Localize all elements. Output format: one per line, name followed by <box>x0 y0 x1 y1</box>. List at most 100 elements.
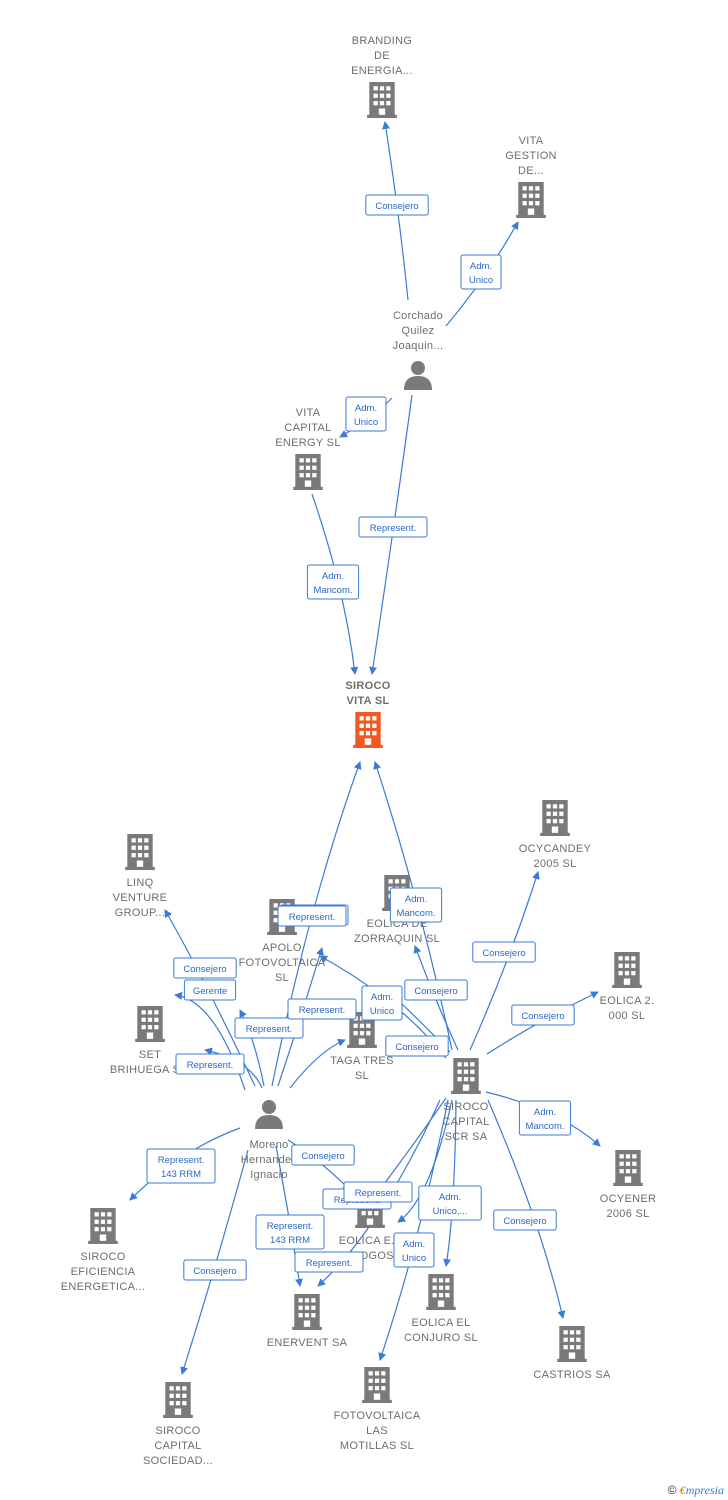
relation-label-text: Unico <box>370 1006 394 1017</box>
relation-label[interactable]: Adm. Unico <box>393 1232 435 1268</box>
relation-label[interactable]: Consejero <box>404 979 468 1001</box>
person-node-corchado[interactable]: CorchadoQuilezJoaquin... <box>393 310 444 390</box>
relation-label-text: Consejero <box>183 964 226 975</box>
relation-label[interactable]: Represent. <box>358 516 428 538</box>
node-label: Ignacio <box>250 1169 288 1181</box>
node-label: ENERVENT SA <box>267 1337 348 1349</box>
relation-label[interactable]: Represent. <box>277 905 347 927</box>
relation-label[interactable]: Consejero <box>365 194 429 216</box>
company-node-siroco_eficiencia[interactable]: SIROCOEFICIENCIAENERGETICA... <box>61 1208 146 1293</box>
relation-label-text: Adm. <box>403 1239 425 1250</box>
building-icon <box>557 1326 587 1362</box>
relation-label[interactable]: Represent.143 RRM <box>146 1148 216 1184</box>
relation-label[interactable]: Gerente <box>183 979 237 1001</box>
relation-label[interactable]: Adm.Mancom. <box>518 1100 572 1136</box>
building-icon <box>362 1367 392 1403</box>
relation-label[interactable]: Represent. <box>294 1251 364 1273</box>
relation-label-text: Represent. <box>306 1258 352 1269</box>
node-label: SOCIEDAD... <box>143 1455 213 1467</box>
building-icon <box>88 1208 118 1244</box>
relation-label-text: Adm. <box>322 571 344 582</box>
relation-label[interactable]: Consejero <box>183 1259 247 1281</box>
relation-label-text: Unico <box>402 1253 426 1264</box>
node-label: Quilez <box>402 325 435 337</box>
relation-label[interactable]: Adm. Unico,... <box>418 1185 482 1221</box>
relation-label-text: Represent. <box>355 1188 401 1199</box>
company-node-castrios[interactable]: CASTRIOS SA <box>533 1326 611 1381</box>
relation-label[interactable]: Represent. <box>287 998 357 1020</box>
company-node-linq[interactable]: LINQVENTUREGROUP... <box>113 834 168 919</box>
relation-label-text: Mancom. <box>525 1121 564 1132</box>
company-node-eolica2000[interactable]: EOLICA 2.000 SL <box>600 952 655 1022</box>
relation-edge <box>374 1097 447 1197</box>
company-node-vita_gestion[interactable]: VITAGESTIONDE... <box>505 135 557 218</box>
node-label: DE <box>374 50 390 62</box>
person-icon <box>255 1100 283 1129</box>
relation-label-text: Adm. <box>405 894 427 905</box>
node-label: BRANDING <box>352 35 412 47</box>
company-node-siroco_capital_sociedad[interactable]: SIROCOCAPITALSOCIEDAD... <box>143 1382 213 1467</box>
node-label: FOTOVOLTAICA <box>239 957 326 969</box>
relation-label[interactable]: Consejero <box>291 1144 355 1166</box>
relation-label-text: Consejero <box>521 1011 564 1022</box>
relation-label-text: Adm. <box>470 261 492 272</box>
relation-label[interactable]: Consejero <box>472 941 536 963</box>
node-label: EOLICA 2. <box>600 995 655 1007</box>
building-icon <box>451 1058 481 1094</box>
company-node-branding[interactable]: BRANDING DE ENERGIA... <box>351 35 413 118</box>
relation-label-text: Consejero <box>503 1216 546 1227</box>
relation-label-text: Consejero <box>395 1042 438 1053</box>
company-node-enervent[interactable]: ENERVENT SA <box>267 1294 348 1349</box>
relation-label-text: Represent. <box>289 912 335 923</box>
node-label: FOTOVOLTAICA <box>334 1410 421 1422</box>
relation-label-text: Gerente <box>193 986 227 997</box>
relation-label-text: Mancom. <box>396 908 435 919</box>
relation-label[interactable]: Adm.Mancom. <box>306 564 360 600</box>
relation-label[interactable]: Represent.143 RRM <box>255 1214 325 1250</box>
relation-label[interactable]: Represent. <box>234 1017 304 1039</box>
relation-label[interactable]: Consejero <box>385 1035 449 1057</box>
relation-label-text: Consejero <box>414 986 457 997</box>
node-label: CAPITAL <box>154 1440 201 1452</box>
building-icon <box>367 82 397 118</box>
node-label: ENERGETICA... <box>61 1281 146 1293</box>
relation-edge <box>397 1099 453 1223</box>
node-label: CONJURO SL <box>404 1332 478 1344</box>
relation-label-text: Consejero <box>193 1266 236 1277</box>
building-icon <box>540 800 570 836</box>
building-icon <box>612 952 642 988</box>
relation-label[interactable]: Consejero <box>493 1209 557 1231</box>
node-label: MOTILLAS SL <box>340 1440 414 1452</box>
node-label: Hernandez <box>241 1154 298 1166</box>
node-label: VENTURE <box>113 892 168 904</box>
relation-label[interactable]: Adm. Mancom. <box>389 887 443 923</box>
relation-label[interactable]: Adm.Unico <box>361 985 403 1021</box>
relation-label[interactable]: Consejero <box>173 957 237 979</box>
relation-label[interactable]: Adm.Unico <box>460 254 502 290</box>
building-icon <box>613 1150 643 1186</box>
building-icon <box>353 712 383 748</box>
node-label: DE... <box>518 165 544 177</box>
brand-logo[interactable]: €mpresia <box>679 1483 724 1497</box>
relation-label-text: Unico,... <box>433 1206 468 1217</box>
relation-label-text: Represent. <box>187 1060 233 1071</box>
building-icon <box>516 182 546 218</box>
relation-label-text: Adm. <box>439 1192 461 1203</box>
relation-label[interactable]: Consejero <box>511 1004 575 1026</box>
relation-label[interactable]: Represent. <box>175 1053 245 1075</box>
relation-label[interactable]: Adm.Unico <box>345 396 387 432</box>
relation-label[interactable]: Represent. <box>343 1181 413 1203</box>
node-label: ENERGIA... <box>351 65 413 77</box>
